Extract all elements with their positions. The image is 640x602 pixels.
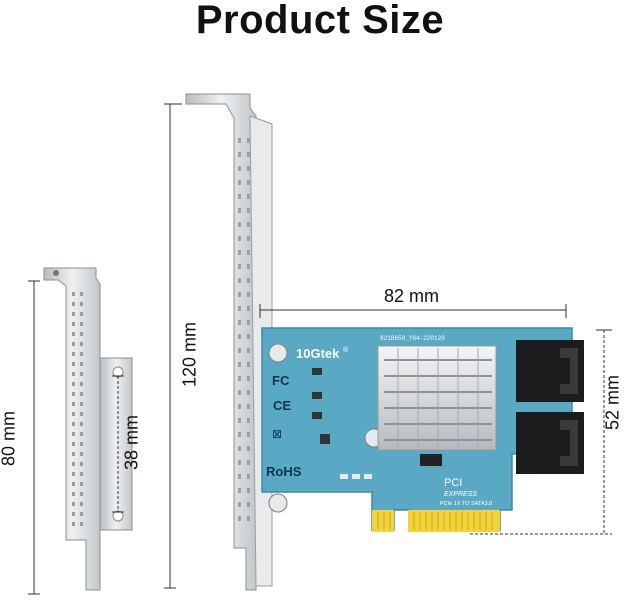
card-pci: PCI [444, 477, 462, 489]
low-bracket-label: 80 mm [0, 411, 19, 467]
height-label: 52 mm [602, 375, 623, 431]
svg-text:⊠: ⊠ [272, 427, 282, 441]
card-rohs: RoHS [266, 464, 302, 479]
svg-text:CE: CE [273, 398, 291, 413]
svg-text:FC: FC [272, 373, 290, 388]
width-label: 82 mm [384, 286, 440, 306]
card-serial: 8218650_Y84-220120 [380, 335, 445, 342]
full-bracket-dimension-lines [164, 103, 182, 589]
page-title: Product Size [195, 0, 445, 42]
card-brand-registered: ® [343, 346, 349, 354]
card-brand: 10Gtek [296, 346, 340, 361]
low-bracket-holes-label: 38 mm [121, 415, 142, 471]
height-dimension-lines [470, 329, 612, 535]
width-dimension-lines [259, 304, 567, 318]
full-bracket-label: 120 mm [179, 321, 200, 388]
low-profile-bracket [43, 267, 133, 591]
pcb-board: FC CE ⊠ [261, 327, 584, 532]
card-express: EXPRESS [444, 491, 477, 498]
card-pcie-label: PCIe 1X TO SATA3.0 [440, 501, 492, 507]
low-bracket-dimension-lines [28, 280, 124, 595]
